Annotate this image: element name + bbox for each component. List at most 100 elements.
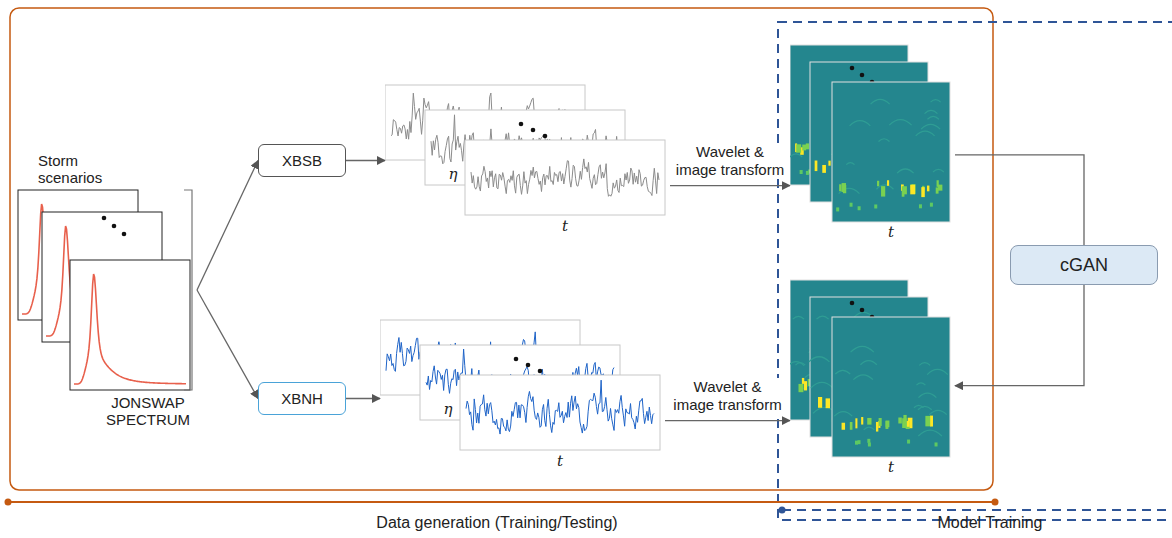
ellipsis-dot (860, 308, 865, 313)
wavelet-streak (907, 440, 910, 444)
model-training-frame (778, 22, 1172, 520)
axis-symbol: η (445, 166, 461, 183)
wavelet-ripple (918, 393, 936, 397)
wavelet-ripple (931, 100, 941, 103)
wavelet-ripple (916, 131, 935, 136)
wavelet-ripple (835, 370, 850, 374)
ellipsis-dot (526, 363, 531, 368)
wave-signal (471, 159, 659, 196)
wavelet-streak (867, 439, 870, 443)
wavelet-streak (861, 417, 863, 425)
caption-text: Storm scenarios (38, 152, 128, 187)
wavelet-streak (903, 415, 906, 422)
box-label: XBSB (282, 152, 322, 169)
wavelet-streak (876, 422, 878, 432)
wavelet-streak (802, 378, 804, 384)
caption-text: JONSWAP SPECTRUM (96, 394, 200, 429)
ellipsis-dot (112, 224, 117, 229)
wavelet-streak (867, 418, 871, 425)
image-frame (832, 82, 950, 222)
wavelet-ripple (933, 169, 944, 172)
spectra-illustration (12, 150, 197, 430)
wavelet-ripple (850, 121, 871, 126)
flow-arrow (346, 398, 380, 399)
axis-symbol: η (440, 401, 456, 418)
wavelet-ripple (864, 427, 875, 430)
wavelet-streak (850, 422, 853, 430)
wavelet-image-stack: t (790, 40, 955, 245)
flow-arrow (665, 420, 790, 421)
wavelet-streak (804, 381, 807, 390)
ellipsis-dot (122, 232, 127, 237)
wavelet-streak (927, 186, 929, 192)
edge-label: Wavelet & image transform (672, 143, 788, 179)
wavelet-streak (930, 203, 933, 207)
flow-arrow (670, 185, 790, 186)
wavelet-streak (802, 145, 806, 151)
wavelet-streak (857, 440, 860, 444)
model-box: XBNH (258, 382, 346, 415)
image-frame (832, 317, 950, 457)
bracket-dot (992, 499, 999, 506)
wavelet-streak (886, 421, 890, 428)
axis-symbol: t (557, 218, 573, 235)
wavelet-ripple (834, 412, 852, 416)
wavelet-streak (910, 185, 915, 195)
wavelet-streak (919, 204, 922, 208)
wavelet-streak (938, 185, 942, 191)
wavelet-ripple (916, 383, 925, 385)
time-series-plot (465, 140, 665, 215)
wavelet-streak (935, 442, 938, 446)
model-box: cGAN (1010, 245, 1158, 285)
ellipsis-dot (860, 73, 865, 78)
plots-illustration (380, 315, 665, 475)
wavelet-ripple (793, 316, 804, 319)
wavelet-streak (818, 397, 822, 408)
wavelet-streak (850, 203, 853, 207)
images-illustration (790, 40, 955, 245)
images-illustration (790, 275, 955, 480)
wavelet-streak (908, 418, 913, 429)
wavelet-ripple (811, 382, 833, 388)
wavelet-ripple (871, 99, 890, 104)
axis-symbol: t (883, 224, 899, 241)
bracket-dot (779, 507, 786, 514)
wavelet-streak (925, 416, 930, 426)
plot-frame (70, 260, 190, 390)
wavelet-ripple (846, 163, 854, 165)
wavelet-streak (836, 207, 839, 211)
wavelet-streak (800, 170, 803, 174)
wavelet-ripple (860, 361, 876, 365)
ellipsis-dot (514, 357, 519, 362)
wavelet-image (832, 82, 950, 222)
wavelet-ripple (927, 369, 948, 374)
box-label: cGAN (1060, 255, 1108, 276)
wavelet-streak (921, 187, 925, 197)
bracket-dot (5, 499, 12, 506)
time-series-stack: ηt (380, 315, 665, 475)
ellipsis-dot (543, 134, 548, 139)
box-label: XBNH (281, 390, 323, 407)
model-training-bracket (782, 509, 1172, 511)
wavelet-ripple (889, 120, 911, 126)
wavelet-streak (796, 144, 801, 152)
wavelet-ripple (795, 363, 805, 365)
spectrum-stack: Storm scenariosJONSWAP SPECTRUM (12, 150, 197, 430)
spectrum-plot (70, 260, 190, 390)
wavelet-streak (822, 165, 826, 173)
wavelet-ripple (929, 410, 946, 414)
ellipsis-dot (850, 66, 855, 71)
time-series-stack: ηt (385, 80, 670, 240)
wavelet-ripple (853, 375, 873, 380)
ellipsis-dot (538, 369, 543, 374)
wavelet-streak (815, 161, 818, 172)
data-generation-bracket (8, 501, 995, 503)
wavelet-ripple (809, 357, 830, 362)
section-label: Model Training (938, 514, 1043, 532)
wavelet-ripple (925, 110, 938, 113)
plot-frame (460, 375, 660, 450)
wavelet-streak (907, 421, 910, 427)
wavelet-image-stack: t (790, 275, 955, 480)
